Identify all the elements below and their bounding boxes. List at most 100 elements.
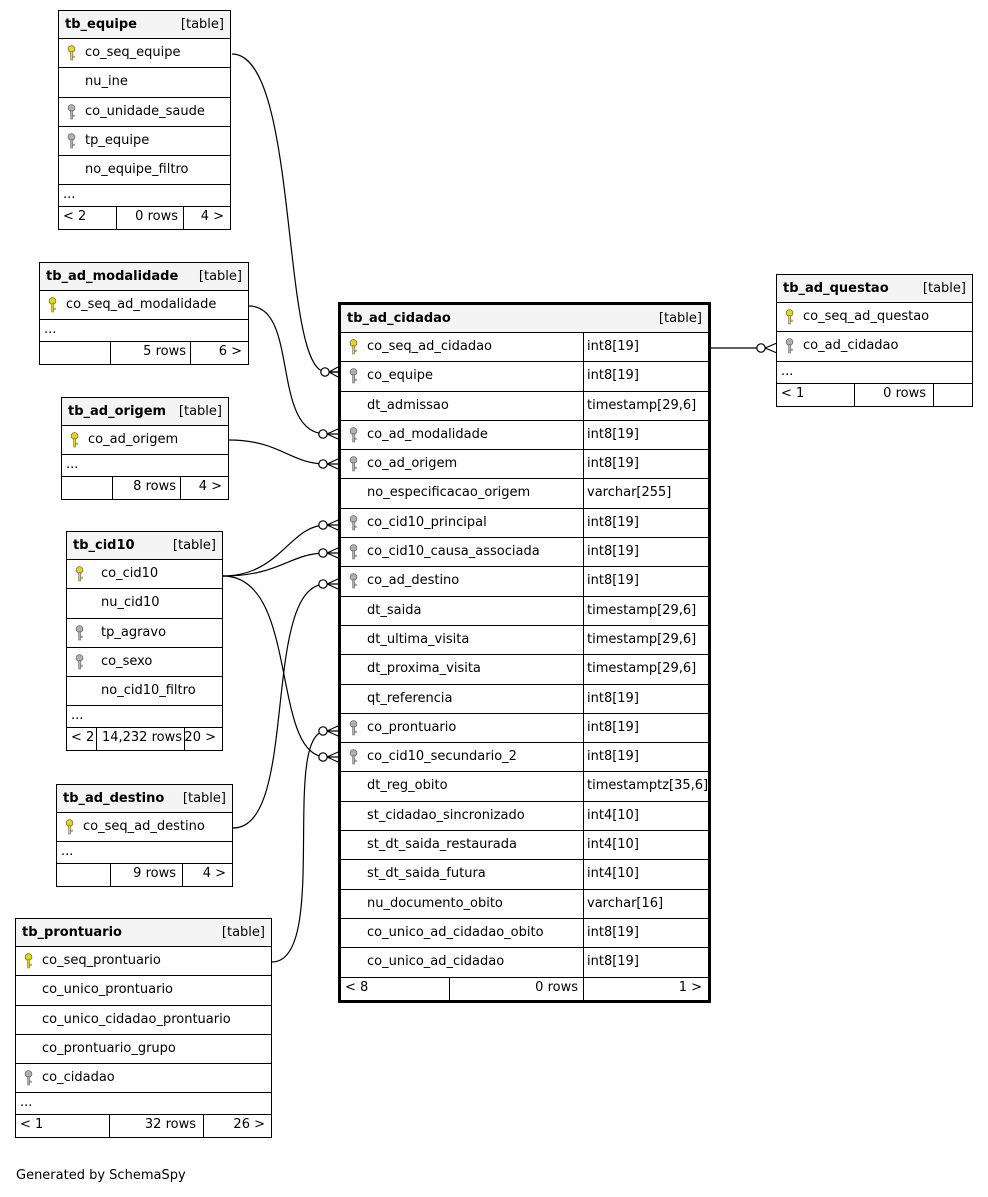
column-name: co_unidade_saude	[85, 103, 205, 119]
column-name: nu_cid10	[101, 595, 160, 611]
column-row[interactable]: co_seq_prontuario	[16, 947, 271, 977]
table-name: tb_ad_cidadao	[347, 311, 451, 326]
column-row[interactable]: co_seq_ad_modalidade	[40, 291, 248, 321]
column-row[interactable]: co_seq_equipe	[59, 39, 230, 69]
column-name: dt_saida	[367, 602, 422, 618]
column-name: dt_reg_obito	[367, 778, 448, 794]
column-row[interactable]: co_cid10	[67, 560, 222, 590]
column-name: co_cidadao	[42, 1070, 115, 1086]
primary-key-icon	[48, 297, 57, 313]
column-row[interactable]: nu_cid10	[67, 589, 222, 619]
column-list: co_ad_origem	[62, 426, 228, 456]
parents-count: < 1	[781, 385, 805, 401]
column-type: timestamp[29,6]	[587, 631, 697, 647]
children-count: 4 >	[200, 209, 224, 225]
table-header: tb_ad_questao[table]	[777, 275, 972, 303]
column-row[interactable]: nu_ine	[59, 68, 230, 98]
column-row[interactable]: no_cid10_filtro	[67, 677, 222, 707]
column-name: st_dt_saida_restaurada	[367, 837, 517, 853]
column-row[interactable]: co_seq_ad_questao	[777, 303, 972, 333]
table-header: tb_ad_modalidade[table]	[40, 263, 248, 291]
table-name: tb_ad_origem	[68, 404, 167, 419]
column-name: co_unico_prontuario	[42, 982, 174, 998]
column-row[interactable]: co_ad_cidadao	[777, 332, 972, 362]
column-row[interactable]: co_sexo	[67, 648, 222, 678]
table-kind: [table]	[922, 281, 966, 296]
foreign-key-icon	[349, 427, 358, 443]
column-row[interactable]: co_prontuario_grupo	[16, 1035, 271, 1065]
table-footer: < 1 32 rows 26 >	[16, 1115, 271, 1138]
table-footer: < 1 0 rows	[777, 383, 972, 406]
row-count: 5 rows	[143, 344, 186, 360]
table-kind: [table]	[221, 925, 265, 940]
foreign-key-icon	[785, 338, 794, 354]
column-row[interactable]: co_cidadao	[16, 1064, 271, 1094]
column-name: nu_documento_obito	[367, 895, 503, 911]
primary-key-icon	[349, 339, 358, 355]
column-list: co_seq_ad_destino	[57, 813, 232, 843]
table-tb-ad-destino[interactable]: tb_ad_destino[table] co_seq_ad_destino .…	[56, 784, 233, 888]
column-row[interactable]: tp_equipe	[59, 127, 230, 157]
row-count: 0 rows	[535, 979, 578, 995]
column-row[interactable]: co_unico_cidadao_prontuario	[16, 1006, 271, 1035]
primary-key-icon	[785, 309, 794, 325]
more-columns: ...	[57, 842, 232, 865]
column-row[interactable]: dt_saida timestamp[29,6]	[341, 596, 708, 626]
primary-key-icon	[70, 432, 79, 448]
table-tb-ad-modalidade[interactable]: tb_ad_modalidade[table] co_seq_ad_modali…	[39, 262, 249, 366]
column-row[interactable]: co_seq_ad_destino	[57, 813, 232, 843]
column-type: timestamp[29,6]	[587, 602, 697, 618]
column-name: co_ad_modalidade	[367, 426, 488, 442]
column-row[interactable]: tp_agravo	[67, 619, 222, 648]
parents-count: < 2	[63, 209, 87, 225]
column-name: co_prontuario	[367, 719, 457, 735]
column-name: st_dt_saida_futura	[367, 866, 486, 882]
children-count: 6 >	[218, 344, 242, 360]
table-header: tb_ad_destino[table]	[57, 785, 232, 813]
table-tb-ad-origem[interactable]: tb_ad_origem[table] co_ad_origem ... 8 r…	[61, 397, 229, 501]
column-name: no_especificacao_origem	[367, 485, 531, 501]
column-row[interactable]: no_equipe_filtro	[59, 156, 230, 186]
more-columns: ...	[777, 362, 972, 384]
column-type: int8[19]	[587, 544, 639, 560]
column-row[interactable]: co_unico_prontuario	[16, 976, 271, 1006]
table-header: tb_equipe[table]	[59, 11, 230, 39]
column-row[interactable]: co_ad_origem	[62, 426, 228, 456]
table-name: tb_equipe	[65, 17, 137, 32]
column-name: tp_equipe	[85, 132, 150, 148]
foreign-key-icon	[67, 103, 76, 120]
foreign-key-icon	[349, 573, 358, 589]
column-name: dt_admissao	[367, 397, 449, 413]
link-modalidade	[248, 305, 338, 435]
link-destino	[232, 583, 338, 829]
column-name: tp_agravo	[101, 624, 167, 640]
column-row[interactable]: co_unidade_saude	[59, 98, 230, 127]
table-header: tb_prontuario[table]	[16, 919, 271, 947]
